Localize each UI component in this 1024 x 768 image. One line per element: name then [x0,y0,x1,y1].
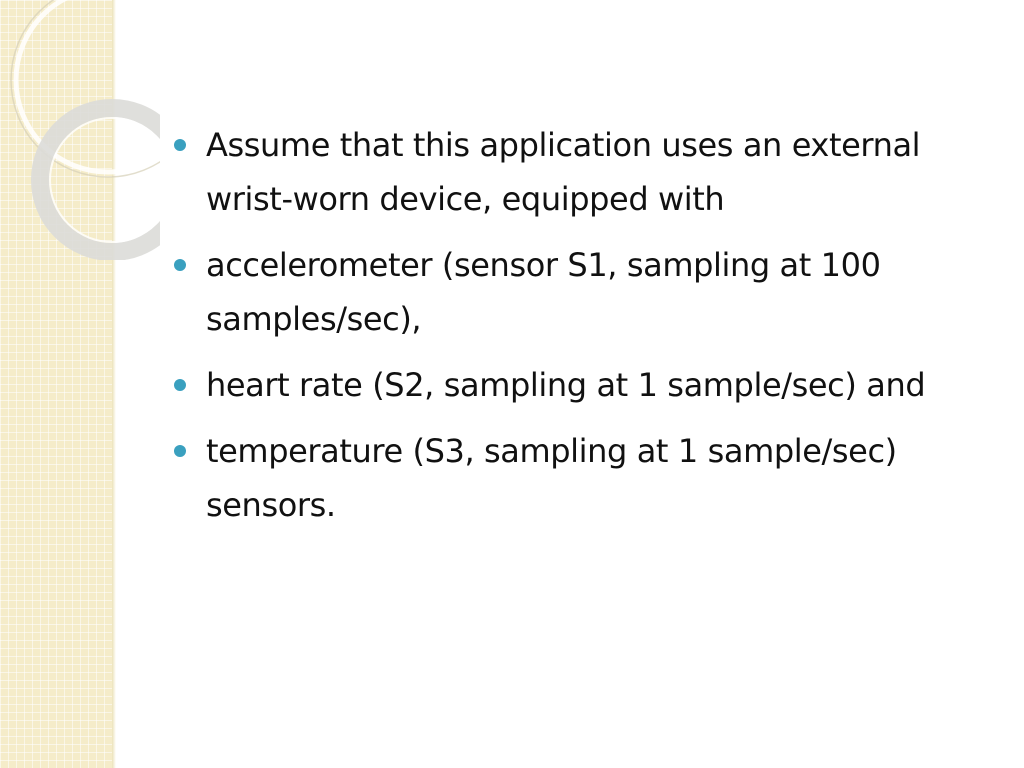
side-panel-edge [112,0,116,768]
bullet-item: Assume that this application uses an ext… [172,118,992,226]
bullet-dot-icon [174,139,186,151]
ring-large [13,0,160,175]
ring-thick-inner [49,117,160,243]
bullet-item: accelerometer (sensor S1, sampling at 10… [172,238,992,346]
ring-thick [31,99,160,260]
bullet-text: Assume that this application uses an ext… [206,126,921,218]
bullet-item: heart rate (S2, sampling at 1 sample/sec… [172,358,992,412]
bullet-item: temperature (S3, sampling at 1 sample/se… [172,424,992,532]
bullet-text: accelerometer (sensor S1, sampling at 10… [206,246,881,338]
bullet-dot-icon [174,379,186,391]
ring-large-shadow [10,0,160,178]
bullet-text: heart rate (S2, sampling at 1 sample/sec… [206,366,926,404]
bullet-text: temperature (S3, sampling at 1 sample/se… [206,432,897,524]
bullet-list: Assume that this application uses an ext… [172,118,992,532]
bullet-dot-icon [174,259,186,271]
slide-body: Assume that this application uses an ext… [172,118,992,544]
decorative-rings [10,0,160,260]
bullet-dot-icon [174,445,186,457]
